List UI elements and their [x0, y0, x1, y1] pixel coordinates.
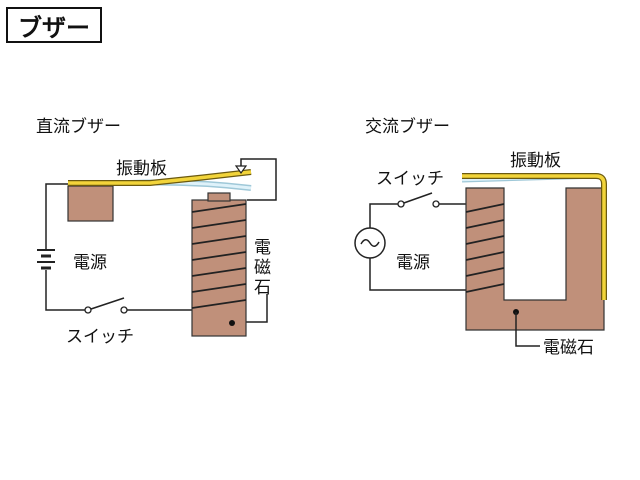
- dc-coil: [191, 203, 247, 309]
- page-title: ブザー: [6, 7, 102, 43]
- dc-switch-contact-right: [120, 306, 128, 314]
- dc-switch-label: スイッチ: [66, 327, 134, 347]
- ac-vibrator-label: 振動板: [510, 151, 561, 171]
- dc-wire-coil-return: [246, 294, 268, 323]
- ac-coil: [465, 203, 505, 293]
- dc-electromagnet-core: [191, 199, 247, 337]
- ac-magnet-leader-line: [515, 312, 540, 347]
- ac-wire-bottom: [369, 258, 466, 291]
- dc-vibrator-label: 振動板: [116, 159, 167, 179]
- dc-buzzer-diagram: 直流ブザー: [36, 116, 277, 347]
- dc-contact-arrow-icon: [234, 165, 248, 175]
- ac-electromagnet-core: [465, 187, 605, 331]
- ac-power-label: 電源: [396, 253, 430, 273]
- ac-switch-label: スイッチ: [376, 169, 444, 189]
- ac-buzzer-diagram: 交流ブザー 振動板 スイッチ: [354, 116, 607, 358]
- dc-magnet-label-2: 磁: [254, 258, 271, 278]
- ac-wire-top: [369, 203, 401, 228]
- dc-magnet-label-3: 石: [254, 278, 271, 298]
- dc-switch-lever: [87, 297, 125, 311]
- dc-wire-left: [45, 183, 68, 249]
- ac-power-source-icon: [354, 227, 386, 259]
- dc-fixed-block: [67, 185, 114, 222]
- dc-core-dot: [229, 320, 235, 326]
- dc-wire-bottom: [45, 270, 88, 311]
- ac-switch-contact-left: [397, 200, 405, 208]
- dc-iron-piece: [207, 192, 231, 202]
- dc-magnet-label-1: 電: [254, 238, 271, 258]
- dc-power-label: 電源: [73, 253, 107, 273]
- ac-magnet-label: 電磁石: [543, 338, 594, 358]
- ac-switch-lever: [400, 192, 433, 205]
- dc-buzzer-title: 直流ブザー: [36, 116, 121, 137]
- dc-battery-icon: [37, 249, 55, 270]
- dc-wire-contact: [240, 158, 277, 201]
- ac-switch-contact-right: [432, 200, 440, 208]
- dc-switch-contact-left: [84, 306, 92, 314]
- ac-buzzer-title: 交流ブザー: [365, 116, 450, 137]
